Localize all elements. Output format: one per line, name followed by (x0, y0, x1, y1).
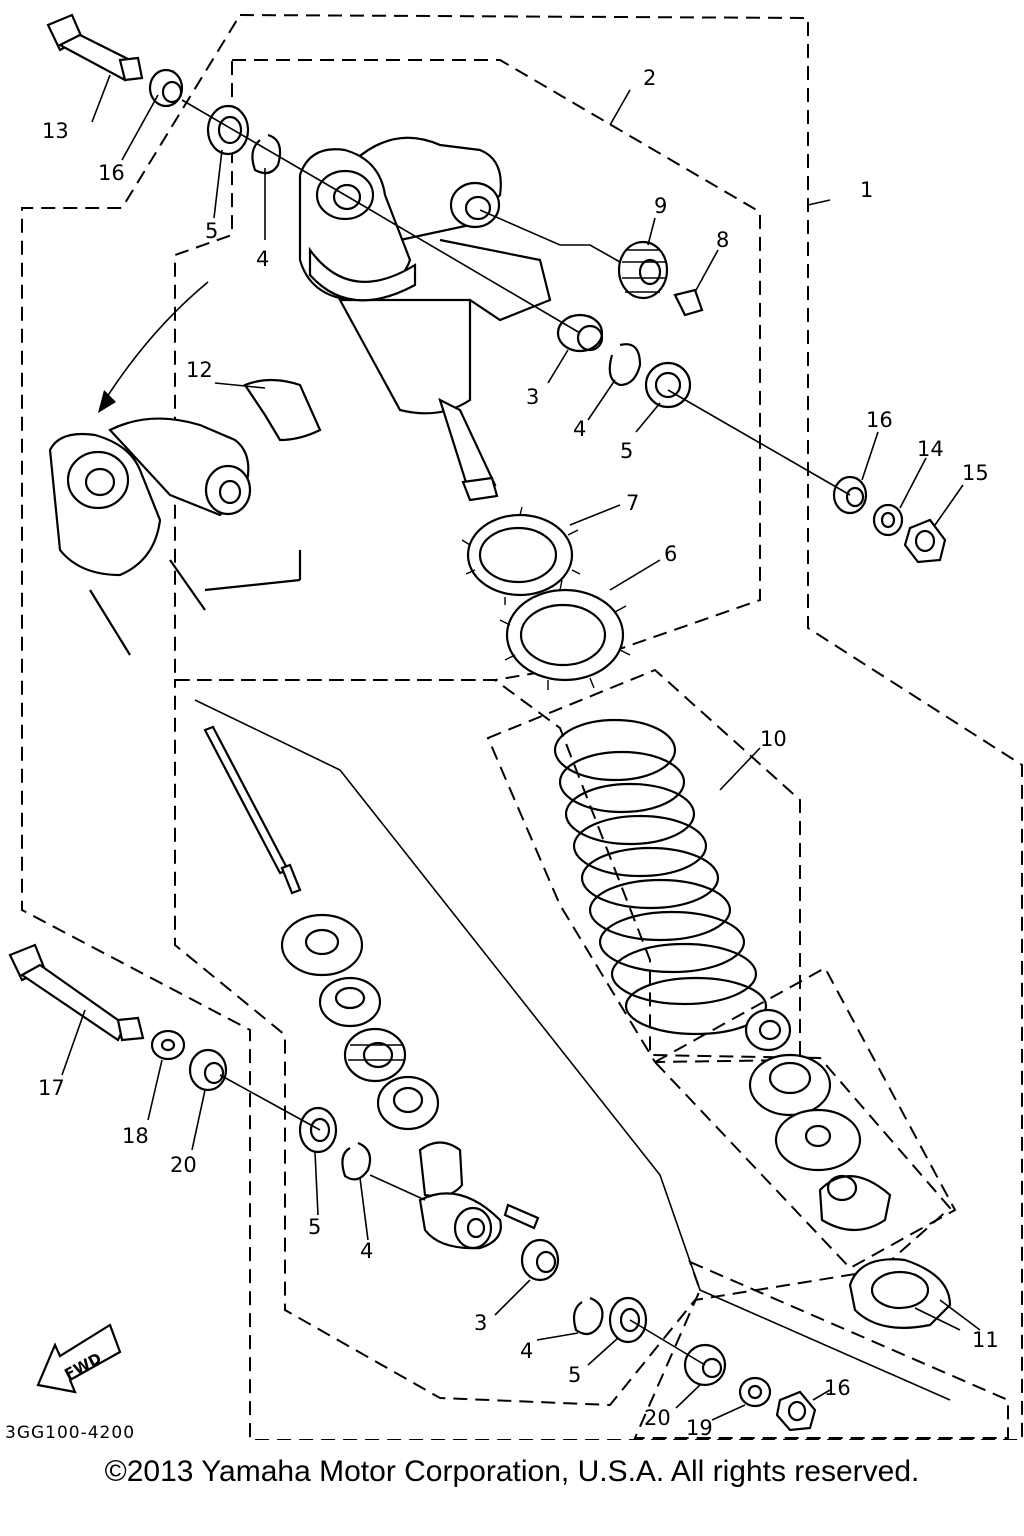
detail-view-sticker (243, 378, 322, 442)
callout-10: 10 (760, 727, 787, 751)
assembly-outline-spring (486, 668, 801, 1064)
callout-16-bottom: 16 (824, 1376, 851, 1400)
right-washer (872, 503, 904, 537)
bottom-nut (775, 1390, 817, 1432)
exploded-parts-diagram: FWD 1 2 13 16 5 4 9 8 12 3 4 5 16 14 15 … (5, 13, 1023, 1443)
coil-spring (553, 718, 768, 1036)
callout-20-left: 20 (170, 1153, 197, 1177)
callout-11: 11 (972, 1328, 999, 1352)
leader-lines (61, 74, 981, 1421)
spring-stopper (848, 1258, 952, 1329)
callout-19: 19 (686, 1416, 713, 1440)
callout-4-lower-right: 4 (520, 1339, 533, 1363)
copyright-notice: ©2013 Yamaha Motor Corporation, U.S.A. A… (104, 1455, 920, 1488)
callout-16-top-left: 16 (98, 161, 125, 185)
callout-8: 8 (716, 228, 729, 252)
lower-left-washer (150, 1029, 186, 1061)
callout-3-lower: 3 (474, 1311, 487, 1335)
callout-4-top-right: 4 (573, 417, 586, 441)
upper-left-circlip (251, 133, 282, 175)
lower-left-bearing (298, 1106, 338, 1154)
callout-6: 6 (664, 542, 677, 566)
callout-18: 18 (122, 1124, 149, 1148)
callout-15: 15 (962, 461, 989, 485)
lower-rod (203, 725, 302, 895)
lower-race (376, 1075, 440, 1131)
callout-14: 14 (917, 437, 944, 461)
detail-arrow (98, 281, 209, 413)
callout-5-top-left: 5 (205, 219, 218, 243)
callout-3-top: 3 (526, 385, 539, 409)
callout-1: 1 (860, 178, 873, 202)
upper-bolt (46, 13, 144, 82)
lower-bushing (318, 976, 382, 1028)
callout-labels: 1 2 13 16 5 4 9 8 12 3 4 5 16 14 15 7 6 … (38, 66, 999, 1440)
shock-absorber-body (298, 136, 552, 502)
lower-right-circlip (572, 1296, 604, 1336)
lower-needle-bearing (343, 1027, 407, 1083)
upper-right-bearing (644, 361, 692, 409)
spring-seat-stack (744, 1008, 892, 1231)
right-nut (903, 518, 947, 564)
diagram-code: 3GG100-4200 (5, 1423, 135, 1440)
callout-17: 17 (38, 1076, 65, 1100)
lower-left-collar (188, 1048, 228, 1092)
assembly-outline-1 (21, 13, 1023, 1441)
adjuster-knob (617, 240, 669, 300)
assembly-outline-2 (174, 59, 761, 681)
callout-9: 9 (654, 194, 667, 218)
callout-2: 2 (643, 66, 656, 90)
fwd-arrow-icon: FWD (36, 1323, 122, 1394)
upper-right-circlip (608, 343, 642, 387)
lower-clevis (418, 1141, 540, 1250)
callout-13: 13 (42, 119, 69, 143)
adjuster-screw (673, 288, 704, 317)
callout-20-bottom: 20 (644, 1406, 671, 1430)
detail-view-body (48, 417, 302, 656)
callout-4-top-left: 4 (256, 247, 269, 271)
callout-5-top-right: 5 (620, 439, 633, 463)
lower-bolt (8, 943, 145, 1042)
adjusting-ring (499, 579, 631, 690)
callout-12: 12 (186, 358, 213, 382)
callout-5-lower-left: 5 (308, 1215, 321, 1239)
lower-right-bearing (608, 1296, 648, 1344)
lower-left-circlip (341, 1141, 372, 1181)
bottom-washer (738, 1376, 772, 1408)
lower-cap (280, 913, 364, 977)
callout-7: 7 (626, 491, 639, 515)
assembly-outline-seat (653, 966, 957, 1270)
upper-left-collar (148, 68, 184, 108)
lower-right-collar (520, 1238, 560, 1282)
callout-5-lower-right: 5 (568, 1363, 581, 1387)
callout-16-right: 16 (866, 408, 893, 432)
upper-left-bearing (206, 104, 250, 156)
callout-4-lower-left: 4 (360, 1239, 373, 1263)
